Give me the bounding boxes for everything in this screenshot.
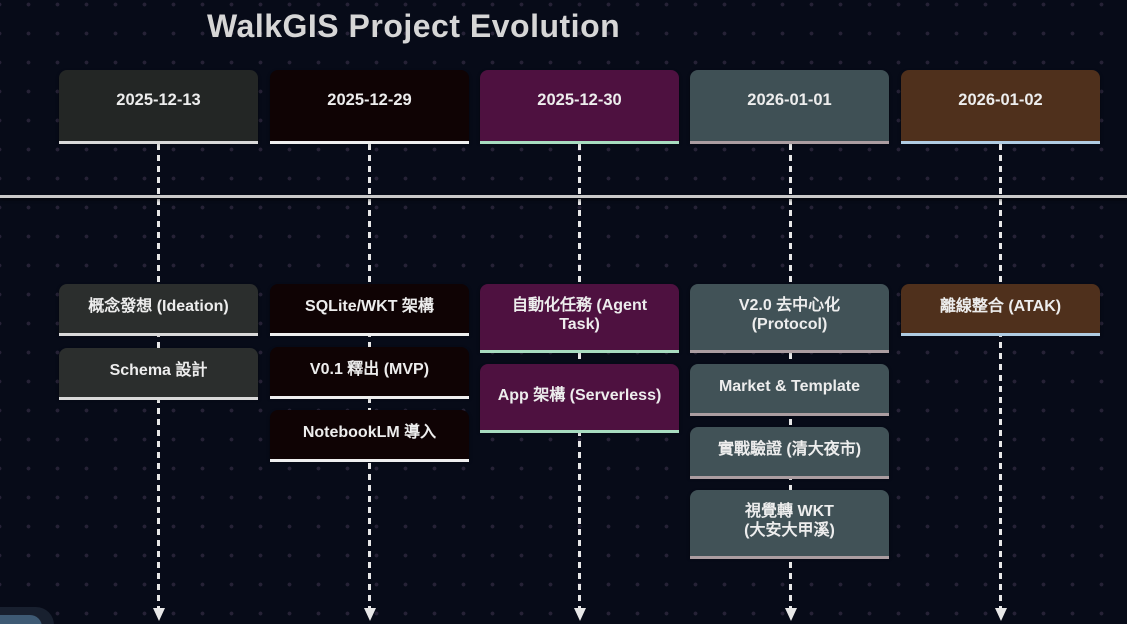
header-accent-bar [901, 141, 1100, 144]
arrow-down-icon [573, 608, 586, 621]
task-accent-bar [480, 430, 679, 433]
task-label: 實戰驗證 (清大夜市) [717, 441, 862, 459]
timeline-axis-line [0, 195, 1127, 198]
date-header-2025-12-13: 2025-12-13 [59, 70, 258, 144]
arrow-down-icon [784, 608, 797, 621]
task-box: V2.0 去中心化 (Protocol) [690, 284, 889, 353]
task-accent-bar [690, 413, 889, 416]
task-accent-bar [59, 397, 258, 400]
task-box: 視覺轉 WKT (大安大甲溪) [690, 490, 889, 559]
task-accent-bar [59, 333, 258, 336]
task-accent-bar [270, 396, 469, 399]
task-accent-bar [690, 556, 889, 559]
task-accent-bar [690, 350, 889, 353]
task-label: NotebookLM 導入 [302, 424, 437, 442]
arrow-down-icon [363, 608, 376, 621]
date-label: 2025-12-29 [327, 91, 412, 109]
task-box: 概念發想 (Ideation) [59, 284, 258, 336]
header-accent-bar [480, 141, 679, 144]
task-box: App 架構 (Serverless) [480, 364, 679, 433]
header-accent-bar [690, 141, 889, 144]
corner-control-button[interactable] [0, 607, 54, 624]
task-label: 概念發想 (Ideation) [88, 298, 229, 316]
task-box: 離線整合 (ATAK) [901, 284, 1100, 336]
task-label: 離線整合 (ATAK) [939, 298, 1062, 316]
task-box: SQLite/WKT 架構 [270, 284, 469, 336]
task-box: Market & Template [690, 364, 889, 416]
date-label: 2026-01-01 [747, 91, 832, 109]
header-accent-bar [270, 141, 469, 144]
task-accent-bar [270, 333, 469, 336]
date-header-2026-01-01: 2026-01-01 [690, 70, 889, 144]
corner-control-inner [0, 615, 42, 624]
task-label: V2.0 去中心化 (Protocol) [738, 297, 841, 333]
task-accent-bar [690, 476, 889, 479]
task-label: 自動化任務 (Agent Task) [511, 297, 648, 333]
date-label: 2025-12-13 [116, 91, 201, 109]
task-label: Market & Template [718, 378, 861, 396]
date-label: 2026-01-02 [958, 91, 1043, 109]
task-box: 實戰驗證 (清大夜市) [690, 427, 889, 479]
task-label: App 架構 (Serverless) [497, 386, 662, 404]
task-label: 視覺轉 WKT (大安大甲溪) [744, 503, 835, 539]
arrow-down-icon [994, 608, 1007, 621]
date-label: 2025-12-30 [537, 91, 622, 109]
task-label: SQLite/WKT 架構 [305, 298, 434, 316]
task-accent-bar [270, 459, 469, 462]
diagram-title: WalkGIS Project Evolution [207, 8, 621, 44]
task-accent-bar [480, 350, 679, 353]
arrow-down-icon [152, 608, 165, 621]
task-box: V0.1 釋出 (MVP) [270, 347, 469, 399]
task-box: NotebookLM 導入 [270, 410, 469, 462]
date-header-2025-12-30: 2025-12-30 [480, 70, 679, 144]
header-accent-bar [59, 141, 258, 144]
task-label: Schema 設計 [109, 362, 208, 380]
task-box: 自動化任務 (Agent Task) [480, 284, 679, 353]
date-header-2026-01-02: 2026-01-02 [901, 70, 1100, 144]
task-accent-bar [901, 333, 1100, 336]
task-label: V0.1 釋出 (MVP) [309, 361, 430, 379]
date-header-2025-12-29: 2025-12-29 [270, 70, 469, 144]
task-box: Schema 設計 [59, 348, 258, 400]
dashed-connector-line [999, 144, 1002, 610]
